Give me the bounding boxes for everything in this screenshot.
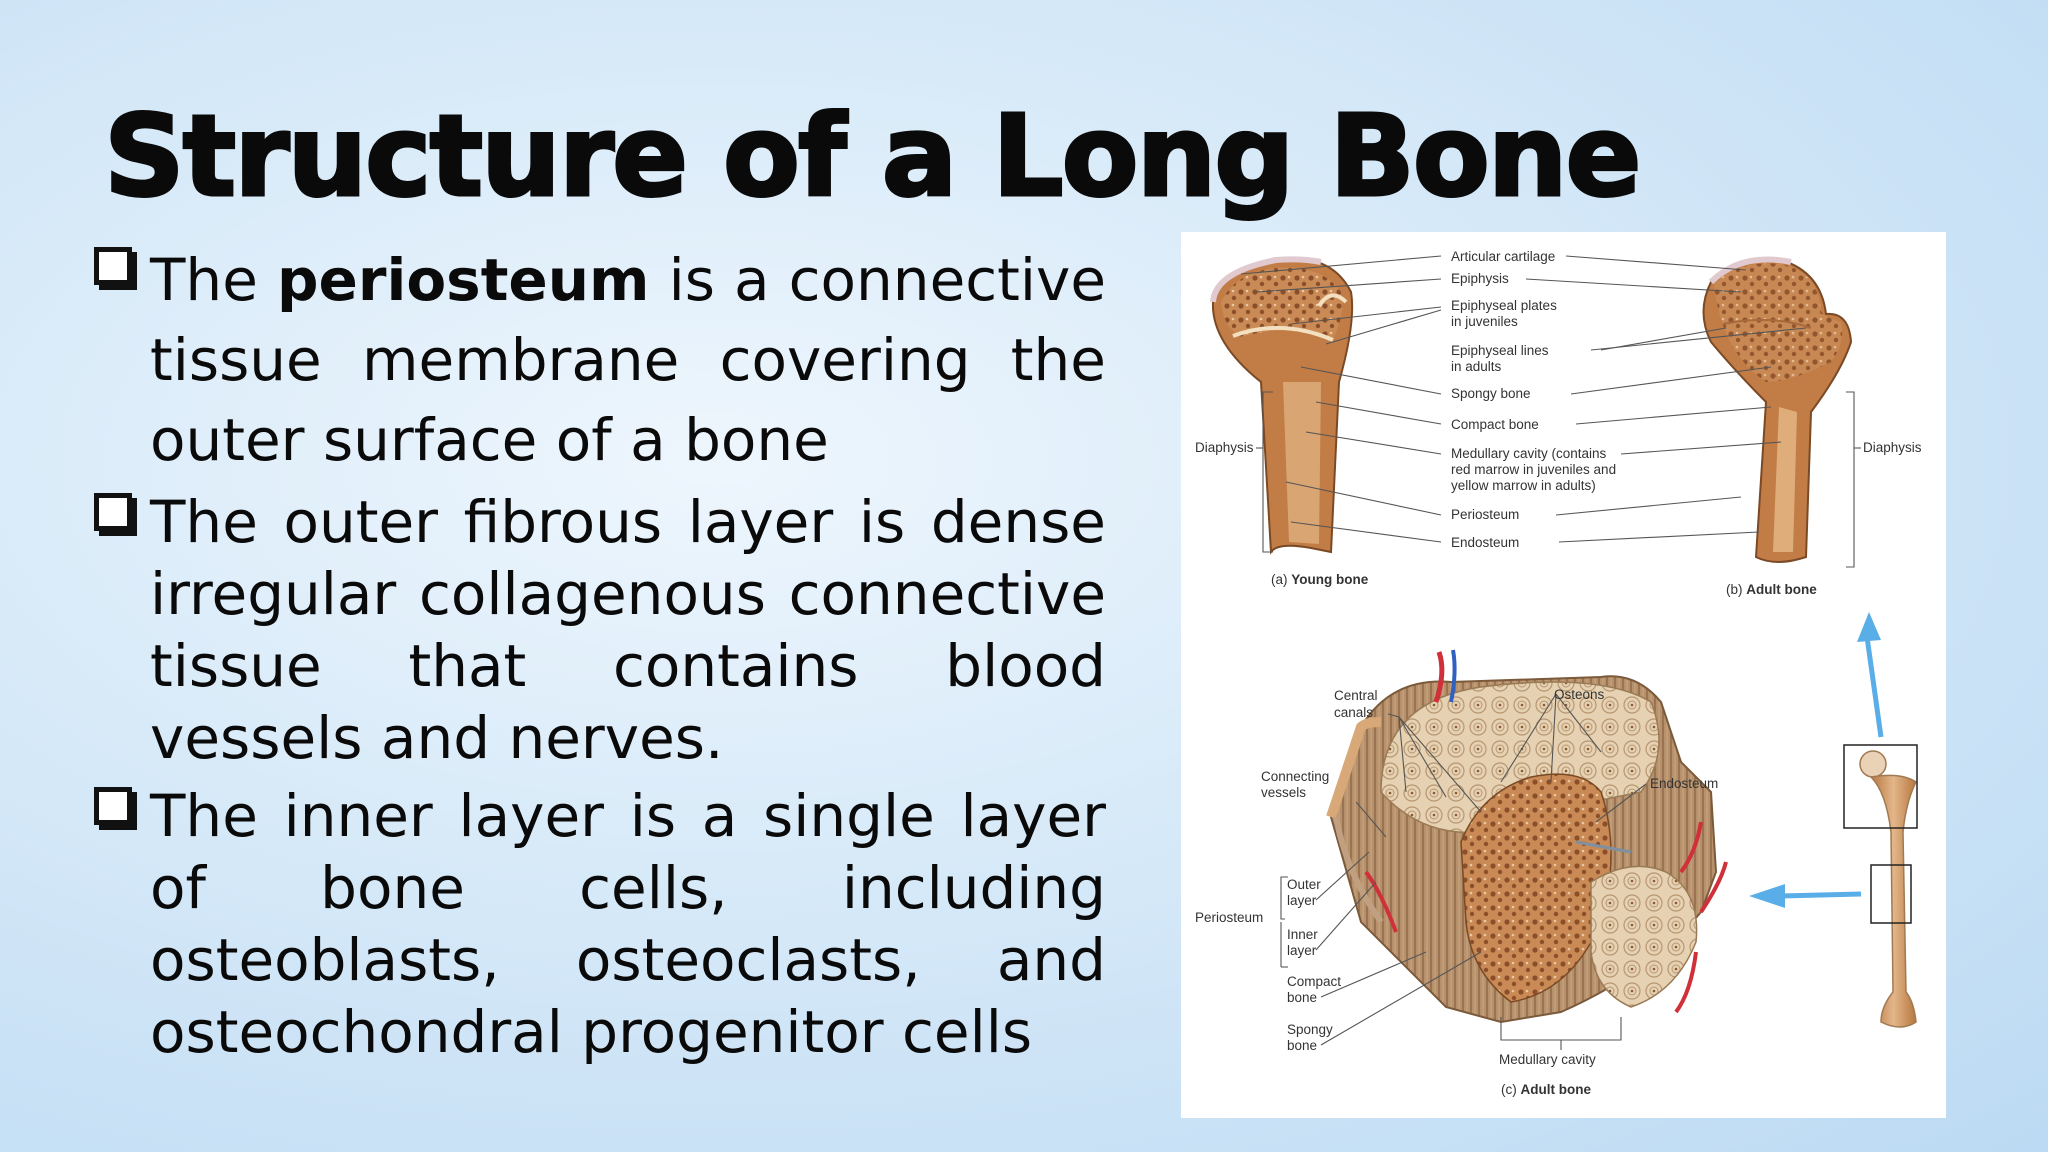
long-bone-diagram: Articular cartilage Epiphysis Epiphyseal…	[1195, 249, 1922, 1097]
cross-section-leader-lines	[1280, 693, 1647, 1050]
label-endosteum: Endosteum	[1451, 535, 1519, 550]
bullet-1-bold-term: periosteum	[276, 246, 650, 314]
label-connecting-vessels: Connecting	[1261, 769, 1329, 784]
label-central-canals: Central	[1334, 688, 1378, 703]
label-medullary-cavity-3: yellow marrow in adults)	[1451, 478, 1596, 493]
label-periosteum: Periosteum	[1451, 507, 1519, 522]
checkbox-bullet-icon	[94, 247, 132, 285]
label-spongy-bone-c-2: bone	[1287, 1038, 1317, 1053]
caption-b: (b) Adult bone	[1726, 582, 1817, 597]
caption-b-prefix: (b)	[1726, 582, 1743, 597]
label-diaphysis-right: Diaphysis	[1863, 440, 1922, 455]
caption-b-title: Adult bone	[1746, 582, 1817, 597]
femur-thumbnail	[1843, 744, 1918, 1028]
label-spongy-bone-c: Spongy	[1287, 1022, 1333, 1037]
label-outer-layer-2: layer	[1287, 893, 1317, 908]
label-epiphyseal-lines: Epiphyseal lines	[1451, 343, 1549, 358]
label-connecting-vessels-2: vessels	[1261, 785, 1306, 800]
label-articular-cartilage: Articular cartilage	[1451, 249, 1555, 264]
label-endosteum-c: Endosteum	[1650, 776, 1718, 791]
long-bone-figure: Articular cartilage Epiphysis Epiphyseal…	[1181, 232, 1946, 1118]
bullet-3-text: The inner layer is a single layer of bon…	[150, 782, 1106, 1066]
bullet-list: The periosteum is a connective tissue me…	[90, 240, 1106, 1068]
bone-cross-section-illustration	[1326, 649, 1728, 1024]
young-bone-illustration	[1210, 256, 1354, 555]
label-central-canals-2: canals	[1334, 705, 1373, 720]
caption-c: (c) Adult bone	[1501, 1082, 1591, 1097]
label-epiphyseal-lines-2: in adults	[1451, 359, 1502, 374]
top-leader-lines	[1240, 255, 1861, 568]
bullet-1-text-pre: The	[150, 246, 277, 314]
label-epiphysis: Epiphysis	[1451, 271, 1509, 286]
label-epiphyseal-plates-2: in juveniles	[1451, 314, 1518, 329]
caption-c-prefix: (c)	[1501, 1082, 1517, 1097]
label-medullary-cavity: Medullary cavity (contains	[1451, 446, 1607, 461]
zoom-arrows	[1749, 612, 1884, 908]
bullet-periosteum: The periosteum is a connective tissue me…	[90, 240, 1106, 480]
label-compact-bone-c-2: bone	[1287, 990, 1317, 1005]
label-diaphysis-left: Diaphysis	[1195, 440, 1254, 455]
bullet-1-text-post: is a connective tissue membrane covering…	[150, 246, 1107, 474]
caption-c-title: Adult bone	[1521, 1082, 1592, 1097]
slide-title: Structure of a Long Bone	[102, 91, 1642, 224]
label-spongy-bone: Spongy bone	[1451, 386, 1531, 401]
label-compact-bone: Compact bone	[1451, 417, 1539, 432]
label-inner-layer-2: layer	[1287, 943, 1317, 958]
bullet-inner-layer: The inner layer is a single layer of bon…	[90, 780, 1106, 1068]
label-epiphyseal-plates: Epiphyseal plates	[1451, 298, 1557, 313]
label-outer-layer: Outer	[1287, 877, 1321, 892]
caption-a: (a) Young bone	[1271, 572, 1369, 587]
label-periosteum-c: Periosteum	[1195, 910, 1263, 925]
label-osteons: Osteons	[1554, 687, 1605, 702]
label-inner-layer: Inner	[1287, 927, 1318, 942]
bullet-2-text: The outer fibrous layer is dense irregul…	[150, 488, 1106, 772]
caption-a-title: Young bone	[1291, 572, 1368, 587]
caption-a-prefix: (a)	[1271, 572, 1288, 587]
bullet-outer-layer: The outer fibrous layer is dense irregul…	[90, 486, 1106, 774]
label-medullary-cavity-c: Medullary cavity	[1499, 1052, 1596, 1067]
checkbox-bullet-icon	[94, 787, 132, 825]
checkbox-bullet-icon	[94, 493, 132, 531]
label-compact-bone-c: Compact	[1287, 974, 1341, 989]
label-medullary-cavity-2: red marrow in juveniles and	[1451, 462, 1616, 477]
